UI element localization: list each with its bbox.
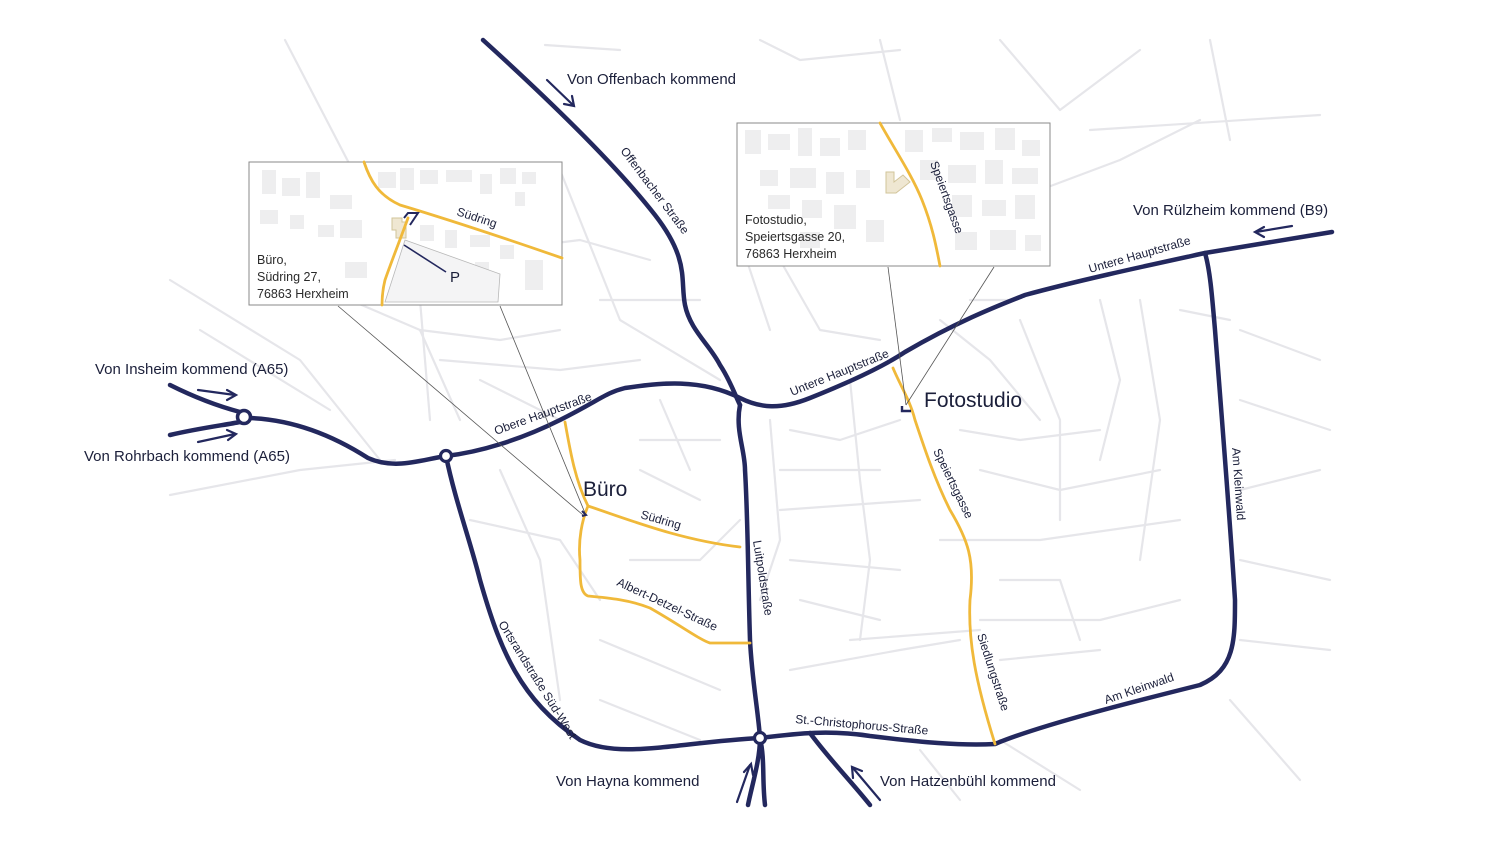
inset-buero: Südring P Büro, Südring 27, 76863 Herxhe…: [248, 160, 564, 307]
street-am-kleinwald-east-label: Am Kleinwald: [1229, 447, 1248, 521]
fotostudio-marker-icon: [900, 406, 911, 413]
leader-lines: [337, 266, 995, 516]
suedring-road: [563, 420, 742, 549]
inset-fotostudio-address-1: Fotostudio,: [745, 213, 807, 227]
st-christophorus-road: [757, 250, 1238, 747]
ortsrandstrasse-road: [443, 453, 763, 752]
background-streets: [168, 38, 1332, 802]
obere-hauptstrasse-road: [443, 229, 1335, 459]
ruelzheim-arrow-icon: [1252, 224, 1294, 239]
hayna-ramp: [757, 735, 768, 808]
inset-fotostudio-buildings: [745, 128, 1041, 251]
street-luitpold-label: Luitpoldstraße: [750, 539, 776, 617]
inset-buero-parking-label: P: [450, 269, 460, 286]
origin-ruelzheim-label: Von Rülzheim kommend (B9): [1133, 202, 1328, 219]
inset-fotostudio: Speiertsgasse Fotostudio, Speiertsgasse …: [736, 121, 1051, 268]
luitpoldstrasse-road: [736, 402, 763, 808]
hayna-arrow-icon: [735, 761, 755, 804]
offenbach-arrow-icon: [545, 78, 576, 108]
origin-insheim-label: Von Insheim kommend (A65): [95, 361, 288, 378]
insheim-ramp: [167, 382, 243, 415]
hatzenbuehl-ramp: [807, 730, 873, 808]
speiertsgasse-road: [891, 366, 997, 746]
buero-label: Büro: [583, 478, 627, 501]
street-ortsrand-label: Ortsrandstraße Süd-West: [495, 618, 580, 742]
street-untere-center-label: Untere Hauptstraße: [788, 346, 891, 399]
origin-offenbach-label: Von Offenbach kommend: [567, 71, 736, 88]
inset-buero-suedring-road: [362, 160, 564, 260]
street-obere-label: Obere Hauptstraße: [492, 389, 594, 437]
entry-arrows: [196, 78, 1294, 804]
inset-buero-address-1: Büro,: [257, 253, 287, 267]
inset-buero-address-3: 76863 Herxheim: [257, 287, 349, 301]
buero-marker-icon: [581, 510, 588, 517]
south-roundabout: [752, 730, 768, 746]
ortsrand-roundabout: [438, 448, 454, 464]
street-offenbacher-label: Offenbacher Straße: [618, 144, 693, 237]
fotostudio-label: Fotostudio: [924, 389, 1022, 412]
inset-buero-parking-pointer: [403, 244, 447, 273]
inset-fotostudio-address-3: 76863 Herxheim: [745, 247, 837, 261]
origin-hatzenbuehl-label: Von Hatzenbühl kommend: [880, 773, 1056, 790]
rohrbach-ramp: [167, 419, 243, 438]
west-roundabout: [235, 408, 253, 426]
inset-fotostudio-speiertsgasse-road: [878, 121, 942, 268]
inset-buero-address-2: Südring 27,: [257, 270, 321, 284]
local-roads: [563, 366, 997, 746]
street-siedlung-label: Siedlungstraße: [974, 632, 1012, 713]
west-entrance-road: [247, 415, 449, 466]
hatzenbuehl-arrow-icon: [850, 765, 882, 802]
origin-rohrbach-label: Von Rohrbach kommend (A65): [84, 448, 290, 465]
origin-hayna-label: Von Hayna kommend: [556, 773, 699, 790]
street-albert-detzel-label: Albert-Detzel-Straße: [615, 575, 720, 634]
buero-connector-road: [578, 504, 752, 645]
rohrbach-arrow-icon: [196, 428, 239, 444]
inset-fotostudio-address-2: Speiertsgasse 20,: [745, 230, 845, 244]
inset-buero-side-road: [380, 216, 410, 307]
street-suedring-label: Südring: [639, 507, 683, 532]
main-roads: [167, 37, 1335, 808]
insheim-arrow-icon: [196, 388, 239, 402]
offenbacher-strasse-road: [480, 37, 743, 408]
